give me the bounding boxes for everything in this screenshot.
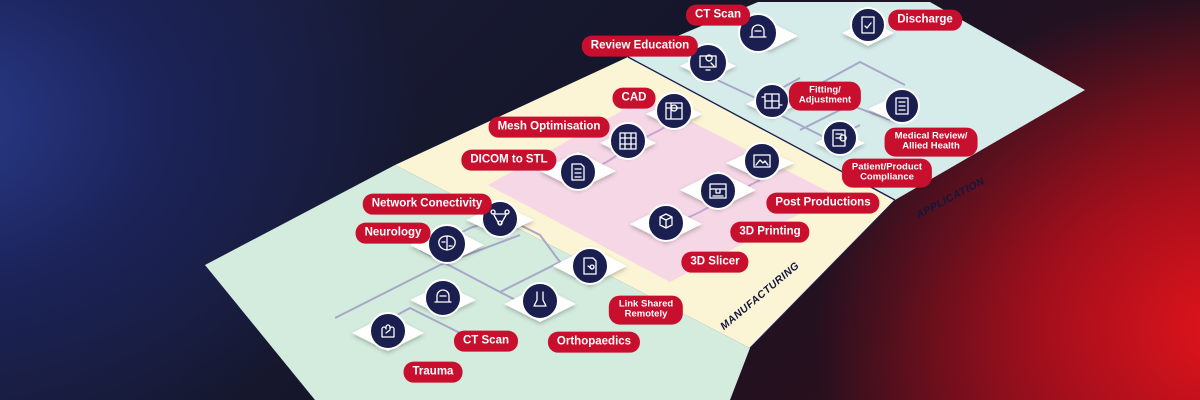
clipboard-check-icon-glyph: [861, 16, 875, 34]
label-network-conectivity: Network Conectivity: [362, 193, 492, 215]
checklist-icon-glyph: [895, 97, 909, 115]
slicer-cube-icon: [647, 204, 685, 242]
shared-document-icon-glyph: [583, 257, 597, 275]
icon-circle: [424, 279, 462, 317]
icon-circle: [699, 172, 737, 210]
label-link-shared-line1: Link Shared: [618, 298, 674, 310]
network-nodes-icon-glyph: [490, 209, 510, 226]
label-mesh-optimisation: Mesh Optimisation: [488, 116, 610, 138]
3d-printer-icon-glyph: [709, 183, 727, 199]
mesh-grid-icon-glyph: [619, 132, 637, 150]
patient-record-icon: [822, 120, 858, 156]
bone-joint-icon-glyph: [533, 291, 547, 307]
label-link-shared-remotely: Link Shared Remotely: [608, 295, 684, 325]
document-icon: [559, 153, 597, 191]
adjustment-device-icon: [754, 83, 790, 119]
icon-circle: [688, 43, 728, 83]
label-orthopaedics: Orthopaedics: [547, 331, 641, 353]
label-3d-printing: 3D Printing: [730, 221, 810, 243]
checklist-icon: [884, 88, 920, 124]
label-dicom-to-stl: DICOM to STL: [461, 149, 557, 171]
label-trauma: Trauma: [403, 361, 463, 383]
network-nodes-icon: [481, 200, 519, 238]
injured-hand-icon: [369, 312, 407, 350]
icon-circle: [738, 13, 778, 53]
label-ct-scan-top: CT Scan: [685, 4, 751, 26]
patient-record-icon-glyph: [832, 129, 847, 147]
ct-scanner-icon: [424, 279, 462, 317]
injured-hand-icon-glyph: [381, 324, 395, 338]
slicer-cube-icon-glyph: [659, 213, 673, 229]
label-fitting-adjustment: Fitting/ Adjustment: [788, 81, 862, 111]
brain-icon-glyph: [438, 235, 456, 251]
document-icon-glyph: [571, 163, 585, 181]
label-patient-product-compliance: Patient/Product Compliance: [841, 158, 933, 188]
label-patient-line1: Patient/Product: [851, 161, 923, 173]
cad-design-icon-glyph: [665, 102, 683, 120]
label-fitting-line2: Adjustment: [798, 95, 852, 106]
zone-divider: [749, 199, 896, 349]
adjustment-device-icon-glyph: [761, 93, 783, 109]
label-medical-review-line2: Allied Health: [902, 141, 960, 152]
label-post-productions: Post Productions: [766, 192, 880, 214]
ct-scanner-icon-glyph: [434, 289, 452, 303]
label-link-shared-line2: Remotely: [624, 309, 668, 320]
monitor-search-icon: [688, 43, 728, 83]
label-patient-line2: Compliance: [860, 172, 914, 183]
icon-circle: [559, 153, 597, 191]
icon-circle: [743, 142, 781, 180]
label-ct-scan-bottom: CT Scan: [453, 330, 519, 352]
cad-design-icon: [655, 92, 693, 130]
label-cad: CAD: [612, 87, 656, 109]
brain-icon: [427, 224, 467, 264]
shared-document-icon: [571, 247, 609, 285]
image-settings-icon: [743, 142, 781, 180]
clipboard-check-icon: [850, 7, 886, 43]
label-medical-review: Medical Review/ Allied Health: [884, 127, 978, 157]
icon-circle: [481, 200, 519, 238]
label-review-education: Review Education: [581, 35, 699, 57]
label-3d-slicer: 3D Slicer: [681, 251, 749, 273]
monitor-search-icon-glyph: [699, 54, 717, 71]
icon-circle: [521, 282, 559, 320]
icon-circle: [609, 122, 647, 160]
ct-scanner-icon: [738, 13, 778, 53]
label-medical-review-line1: Medical Review/: [894, 130, 968, 142]
mesh-grid-icon: [609, 122, 647, 160]
label-neurology: Neurology: [355, 222, 431, 244]
ct-scanner-icon-glyph: [749, 24, 767, 38]
image-settings-icon-glyph: [753, 154, 771, 168]
label-discharge: Discharge: [888, 9, 962, 31]
bone-joint-icon: [521, 282, 559, 320]
label-fitting-line1: Fitting/: [809, 84, 841, 96]
icon-circle: [850, 7, 886, 43]
3d-printer-icon: [699, 172, 737, 210]
